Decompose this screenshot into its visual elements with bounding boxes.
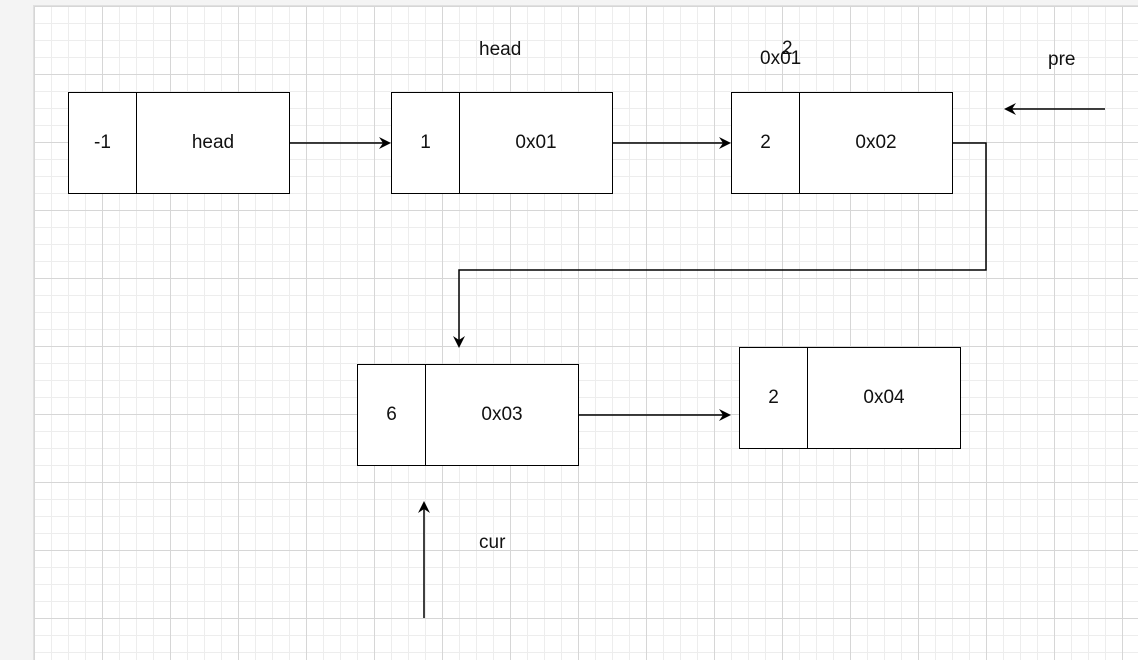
overlap-label-top: 2 — [782, 38, 793, 59]
node-next-cell: head — [191, 132, 235, 153]
node-next-cell: 0x02 — [855, 132, 897, 153]
node-data-cell: 1 — [392, 93, 460, 193]
node-next-cell: 0x03 — [481, 404, 523, 425]
node-data-cell: 6 — [358, 365, 426, 465]
list-node-1[interactable]: -1 head — [68, 92, 290, 194]
list-node-2[interactable]: 1 0x01 — [391, 92, 613, 194]
list-node-5[interactable]: 2 0x04 — [739, 347, 961, 449]
cur-label: cur — [479, 532, 506, 553]
head-label: head — [479, 39, 522, 60]
pre-label: pre — [1048, 49, 1076, 70]
node-next-cell: 0x01 — [515, 132, 557, 153]
node-data-cell: -1 — [69, 93, 137, 193]
list-node-4[interactable]: 6 0x03 — [357, 364, 579, 466]
node-data-cell: 2 — [732, 93, 800, 193]
node-data-cell: 2 — [740, 348, 808, 448]
node-next-cell: 0x04 — [863, 387, 905, 408]
list-node-3[interactable]: 2 0x02 — [731, 92, 953, 194]
overlap-label-bottom: 0x01 — [760, 48, 802, 69]
